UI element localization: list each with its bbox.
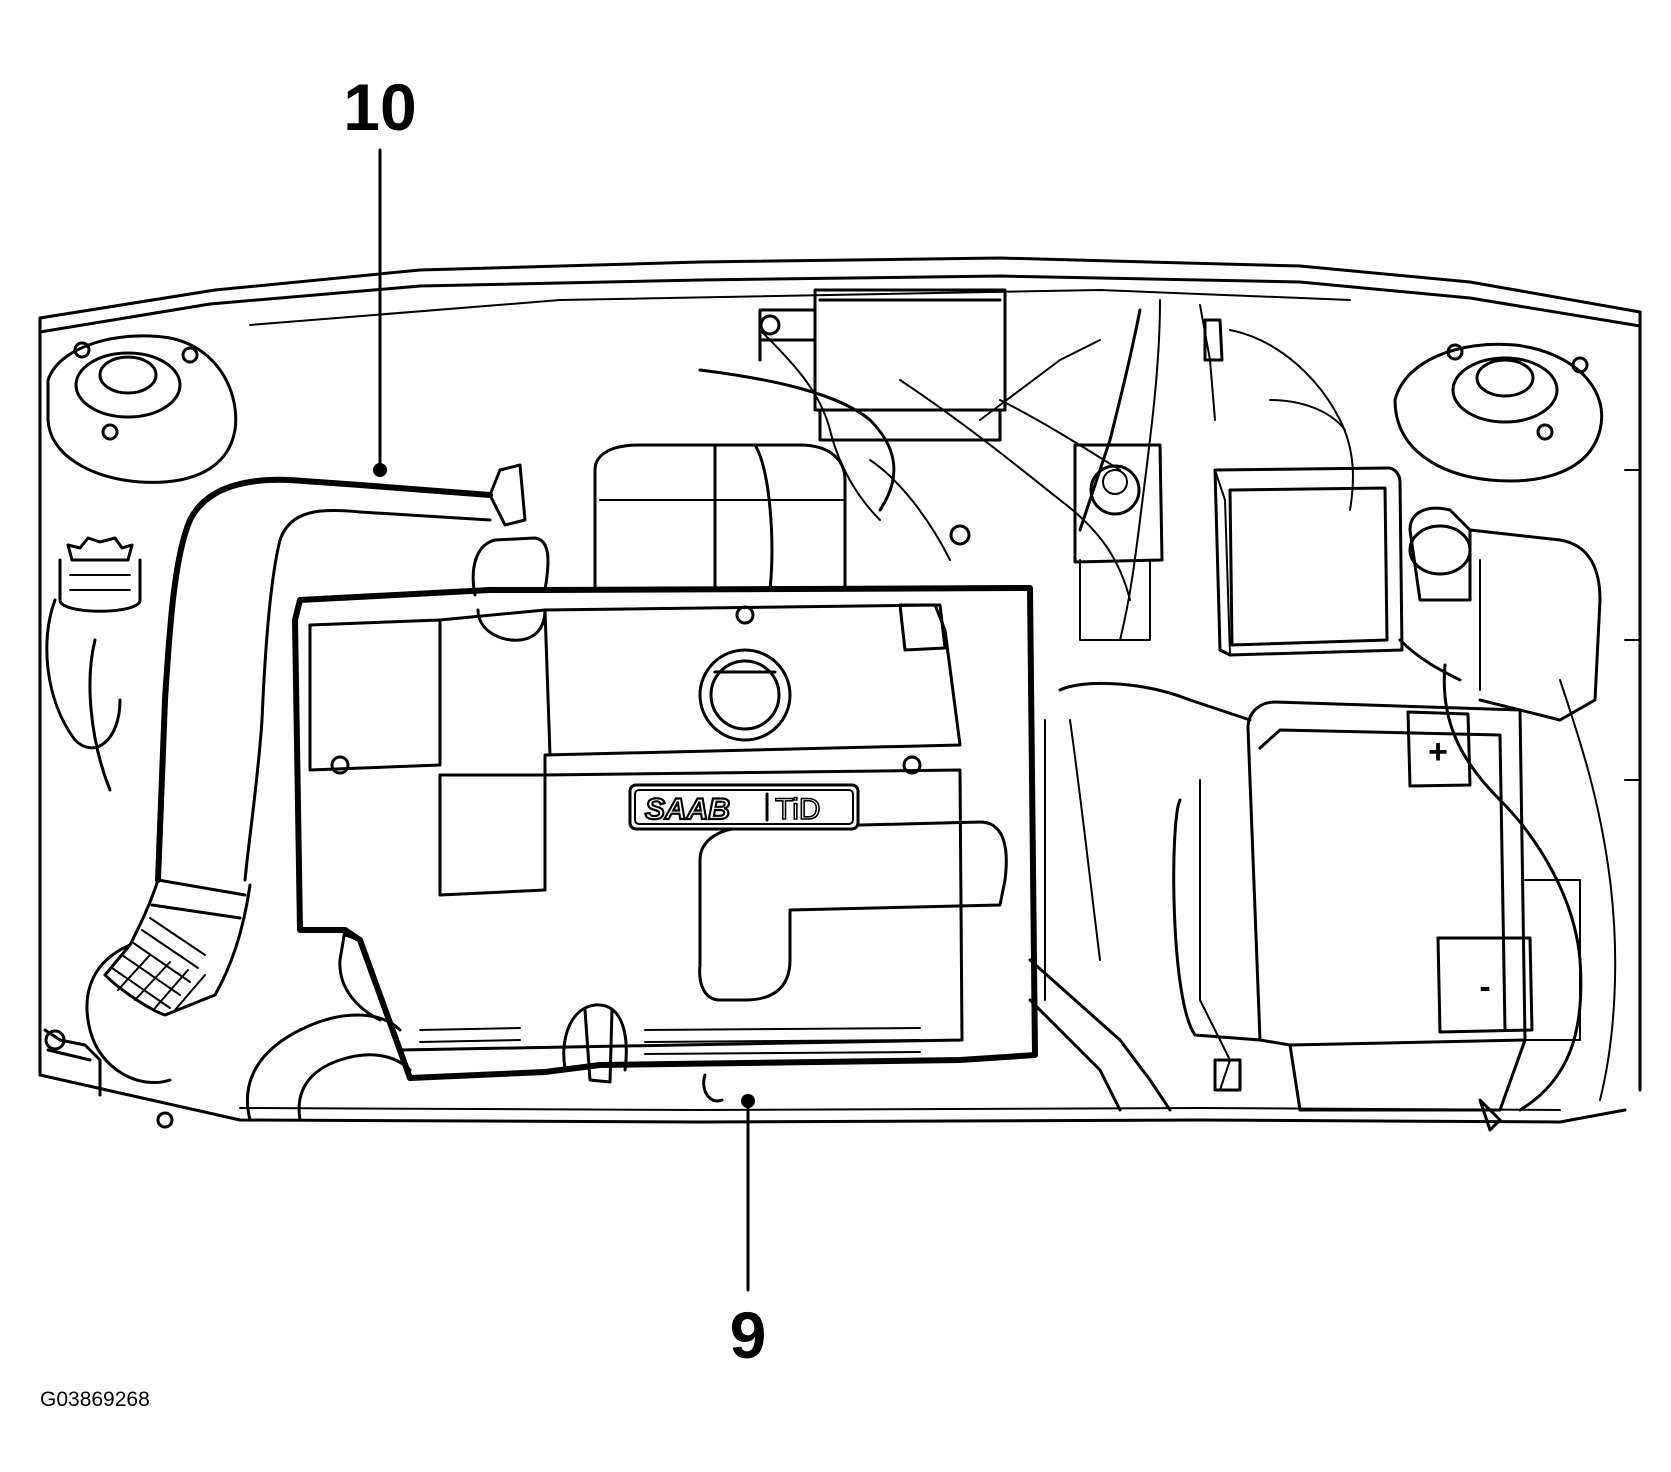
brake-fluid-reservoir bbox=[1073, 443, 1164, 641]
callout-10-label: 10 bbox=[343, 70, 416, 144]
figure-id: G03869268 bbox=[40, 1388, 150, 1411]
upper-housing bbox=[593, 443, 847, 592]
callout-10-group: 10 bbox=[343, 70, 417, 477]
engine-cover: SAAB TiD bbox=[292, 536, 1038, 1103]
callout-9-group: 9 bbox=[730, 1094, 767, 1372]
callout-9-label: 9 bbox=[730, 1298, 767, 1372]
washer-reservoir bbox=[1408, 506, 1602, 722]
air-intake-hose bbox=[85, 463, 527, 1085]
body-outline bbox=[38, 256, 1642, 1124]
wiring-harness bbox=[698, 299, 1354, 641]
relay-box bbox=[758, 288, 1007, 442]
right-side-hoses bbox=[1398, 638, 1617, 1132]
left-strut-tower bbox=[46, 334, 238, 484]
left-lower-hoses bbox=[43, 1013, 412, 1129]
saab-tid-badge: SAAB TiD bbox=[628, 783, 860, 831]
battery-positive-terminal: + bbox=[1428, 733, 1448, 771]
brand-badge-tid: TiD bbox=[775, 793, 821, 826]
lower-right-frame bbox=[1028, 719, 1172, 1112]
right-strut-tower bbox=[1393, 342, 1604, 483]
coolant-reservoir-cap bbox=[45, 536, 142, 792]
battery-negative-terminal: - bbox=[1479, 968, 1490, 1006]
brand-badge-saab: SAAB bbox=[645, 793, 730, 826]
fuse-box bbox=[1213, 466, 1404, 657]
battery: + - bbox=[1058, 681, 1581, 1112]
